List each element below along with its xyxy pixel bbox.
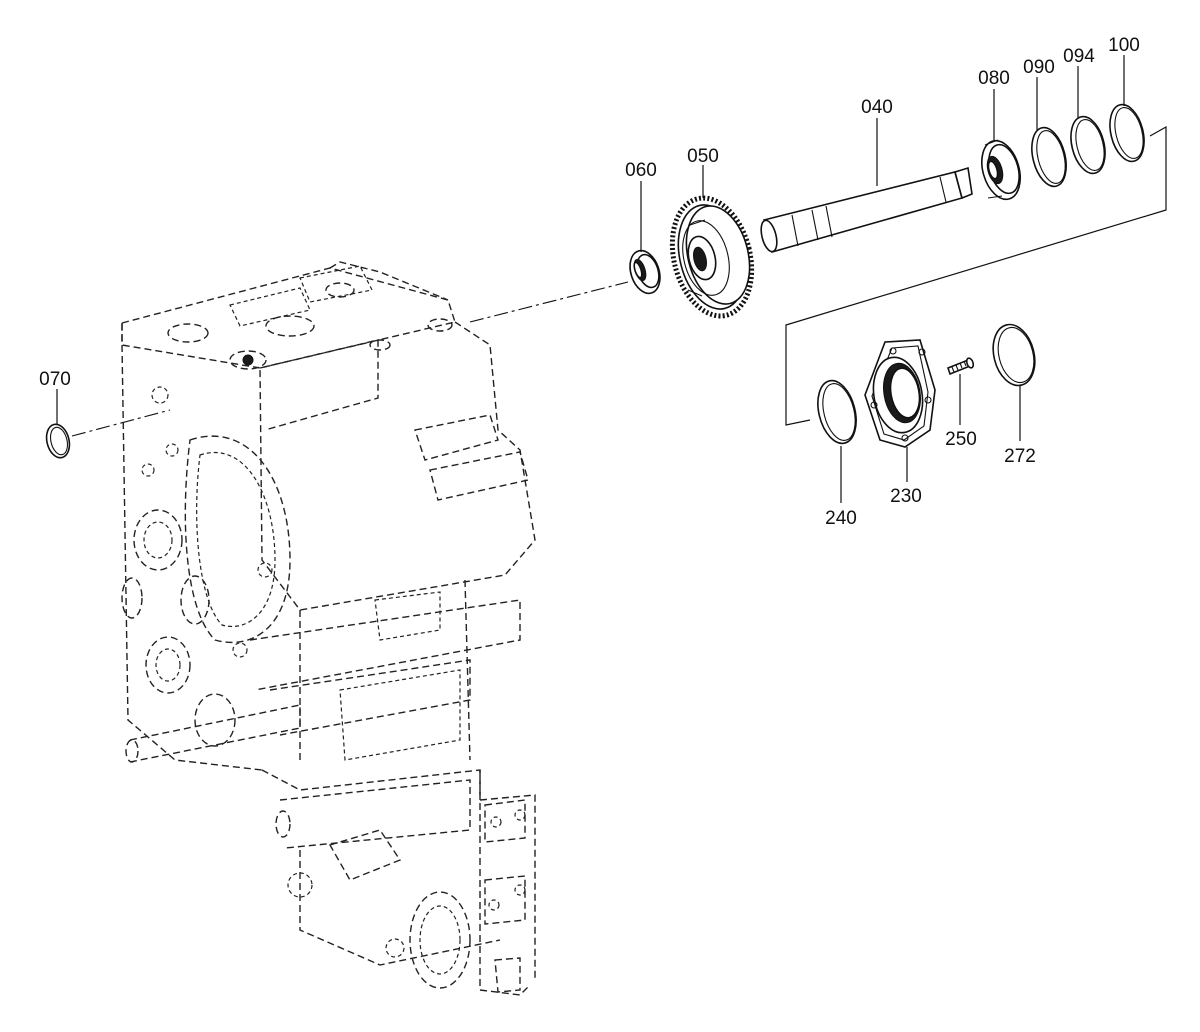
label-230: 230 <box>890 486 922 507</box>
label-060: 060 <box>625 160 657 181</box>
cover-230 <box>864 339 936 448</box>
label-080: 080 <box>978 68 1010 89</box>
label-240: 240 <box>825 508 857 529</box>
o-ring-070 <box>45 423 71 459</box>
group-bracket <box>785 125 1167 426</box>
ring-100 <box>1109 103 1145 163</box>
o-ring-240 <box>817 379 857 445</box>
part-labels: 040 050 060 070 080 090 094 100 230 240 … <box>39 35 1140 529</box>
label-050: 050 <box>687 146 719 167</box>
label-272: 272 <box>1004 446 1036 467</box>
gear-050 <box>669 195 755 319</box>
shaft-040 <box>760 166 973 253</box>
ring-090 <box>1031 126 1067 188</box>
o-ring-272 <box>992 323 1036 387</box>
bearing-080 <box>981 139 1021 201</box>
label-090: 090 <box>1023 57 1055 78</box>
bearing-060 <box>629 249 661 295</box>
label-250: 250 <box>945 429 977 450</box>
assembly-axis-lines <box>71 281 629 437</box>
transmission-housing <box>121 261 536 996</box>
label-040: 040 <box>861 97 893 118</box>
leader-lines <box>56 55 1125 503</box>
ring-094 <box>1070 115 1106 175</box>
screw-250 <box>947 357 975 376</box>
label-100: 100 <box>1108 35 1140 56</box>
label-070: 070 <box>39 369 71 390</box>
label-094: 094 <box>1063 46 1095 67</box>
